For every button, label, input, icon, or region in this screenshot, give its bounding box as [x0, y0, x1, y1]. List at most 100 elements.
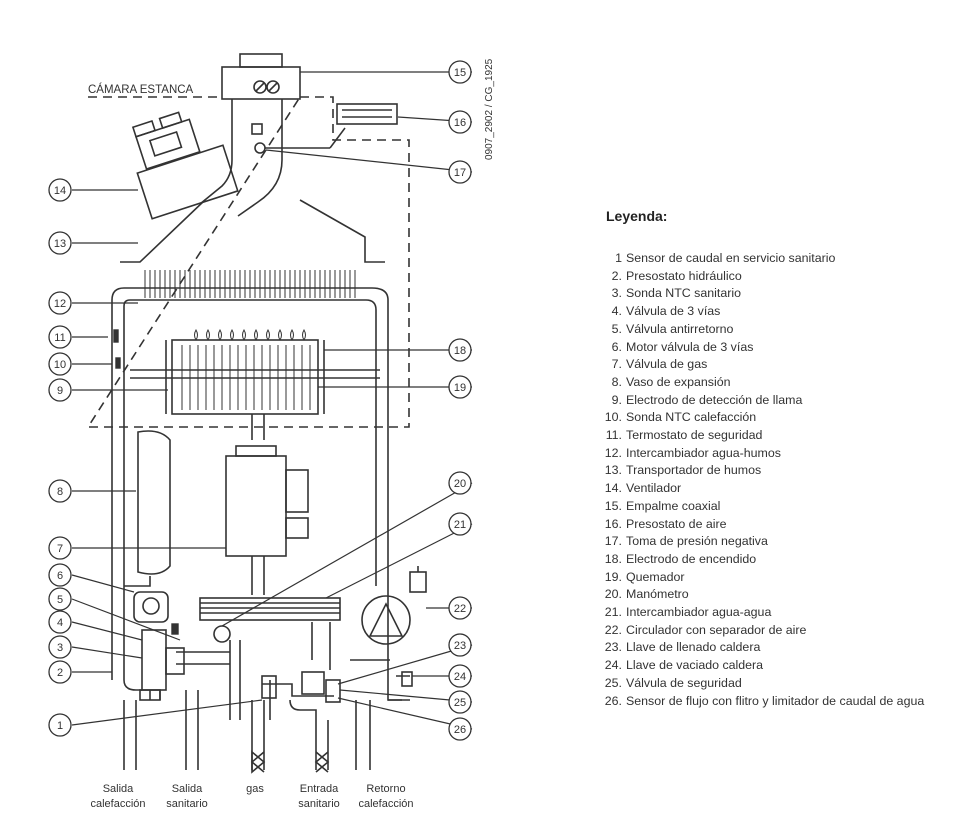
callout-number: 14	[54, 185, 66, 197]
flue-hood	[120, 199, 385, 263]
legend-item: 18.Electrodo de encendido	[600, 551, 970, 569]
plate-heat-exchanger	[199, 597, 341, 621]
legend-item: 20. Manómetro	[600, 586, 970, 604]
legend-text: Manómetro	[626, 587, 689, 602]
legend-number: 16.	[604, 516, 622, 531]
legend-number: 18.	[604, 551, 622, 566]
legend-text: Sensor de flujo con flitro y limitador d…	[626, 693, 925, 708]
connection-label-line1: Retorno	[366, 783, 405, 795]
legend-number: 17.	[604, 534, 622, 549]
legend-text: Presostato de aire	[626, 516, 727, 531]
legend-text: Intercambiador agua-humos	[626, 445, 781, 460]
callout-number: 4	[57, 617, 63, 629]
coaxial-connector	[221, 53, 301, 100]
callout-8: 8	[48, 479, 72, 503]
legend-number: 2.	[611, 268, 622, 283]
callout-15: 15	[448, 60, 472, 84]
legend-number: 4.	[611, 304, 622, 319]
callout-1: 1	[48, 713, 72, 737]
legend-number: 12.	[604, 445, 622, 460]
legend-number: 11.	[605, 428, 622, 443]
callout-number: 20	[454, 478, 466, 490]
legend-item: 11.Termostato de seguridad	[600, 427, 970, 445]
legend-text: Sonda NTC calefacción	[626, 410, 757, 425]
legend-item: 6. Motor válvula de 3 vías	[600, 339, 970, 357]
legend-number: 1	[615, 251, 622, 265]
legend-item: 10.Sonda NTC calefacción	[600, 409, 970, 427]
legend-text: Vaso de expansión	[626, 374, 731, 389]
legend-text: Válvula antirretorno	[626, 321, 734, 336]
callout-number: 11	[54, 332, 65, 344]
callout-13: 13	[48, 231, 72, 255]
connection-label-line1: Entrada	[300, 783, 339, 795]
legend-number: 5.	[611, 321, 622, 336]
callout-number: 9	[57, 385, 63, 397]
legend-text: Empalme coaxial	[626, 498, 721, 513]
legend-item: 2.Presostato hidráulico	[600, 268, 970, 286]
legend-item: 4. Válvula de 3 vías	[600, 303, 970, 321]
callout-18: 18	[448, 338, 472, 362]
legend-text: Válvula de gas	[626, 357, 708, 372]
gas-valve	[225, 445, 309, 595]
callout-number: 5	[57, 594, 63, 606]
reference-code: 0907_2902 / CG_1925	[484, 58, 495, 160]
callout-20: 20	[448, 471, 472, 495]
connection-label-line1: Salida	[103, 783, 134, 795]
legend-item: 21.Intercambiador agua-agua	[600, 604, 970, 622]
legend-item: 24.Llave de vaciado caldera	[600, 657, 970, 675]
callout-markers: 15 16 17 14 13 12 11 10 9 8 7 6 5 4 3 2 …	[48, 60, 472, 741]
legend-text: Electrodo de detección de llama	[626, 392, 803, 407]
legend-text: Válvula de 3 vías	[626, 304, 721, 319]
callout-number: 12	[54, 298, 66, 310]
expansion-vessel	[137, 430, 171, 575]
legend-number: 8.	[611, 374, 622, 389]
callout-number: 24	[454, 671, 466, 683]
legend-text: Ventilador	[626, 481, 682, 496]
legend-text: Intercambiador agua-agua	[626, 605, 772, 620]
primary-pipe-left-inner	[123, 299, 377, 680]
callout-9: 9	[48, 378, 72, 402]
legend-number: 13.	[604, 463, 622, 478]
callout-10: 10	[48, 352, 72, 376]
legend-number: 6.	[611, 339, 622, 354]
sealed-chamber-outline	[86, 96, 410, 428]
air-pressure-switch	[336, 103, 398, 125]
legend-item: 23.Llave de llenado caldera	[600, 639, 970, 657]
callout-3: 3	[48, 635, 72, 659]
connection-label-line2: calefacción	[90, 798, 145, 810]
callout-number: 19	[454, 382, 466, 394]
connection-label-line1: Salida	[172, 783, 203, 795]
legend-text: Quemador	[626, 569, 685, 584]
callout-number: 10	[54, 359, 66, 371]
legend-item: 19.Quemador	[600, 569, 970, 587]
legend-number: 20.	[604, 587, 622, 602]
legend-number: 14.	[604, 481, 622, 496]
legend-number: 25.	[604, 675, 622, 690]
primary-pipe-left	[111, 287, 410, 701]
legend-text: Llave de llenado caldera	[626, 640, 761, 655]
callout-number: 15	[454, 67, 466, 79]
legend-number: 3.	[611, 286, 622, 301]
chamber-label: CÁMARA ESTANCA	[88, 83, 194, 96]
legend-item: 8. Vaso de expansión	[600, 374, 970, 392]
callout-number: 6	[57, 570, 63, 582]
boiler-schematic: CÁMARA ESTANCA 0907_2902 / CG_1925 15 1 6…	[48, 53, 495, 810]
callout-6: 6	[48, 563, 72, 587]
connection-label-line1: gas	[246, 783, 264, 795]
callout-number: 23	[454, 640, 466, 652]
callout-24: 24	[448, 664, 472, 688]
legend-number: 24.	[604, 658, 622, 673]
legend-item: 26.Sensor de flujo con flitro y limitado…	[600, 693, 970, 711]
legend-text: Toma de presión negativa	[626, 534, 768, 549]
legend-text: Motor válvula de 3 vías	[626, 339, 754, 354]
callout-11: 11	[48, 325, 72, 349]
legend-item: 7.Válvula de gas	[600, 356, 970, 374]
callout-17: 17	[448, 160, 472, 184]
callout-4: 4	[48, 610, 72, 634]
legend-item: 15.Empalme coaxial	[600, 498, 970, 516]
callout-number: 21	[454, 519, 466, 531]
legend-text: Sensor de caudal en servicio sanitario	[626, 251, 836, 265]
legend-item: 5. Válvula antirretorno	[600, 321, 970, 339]
